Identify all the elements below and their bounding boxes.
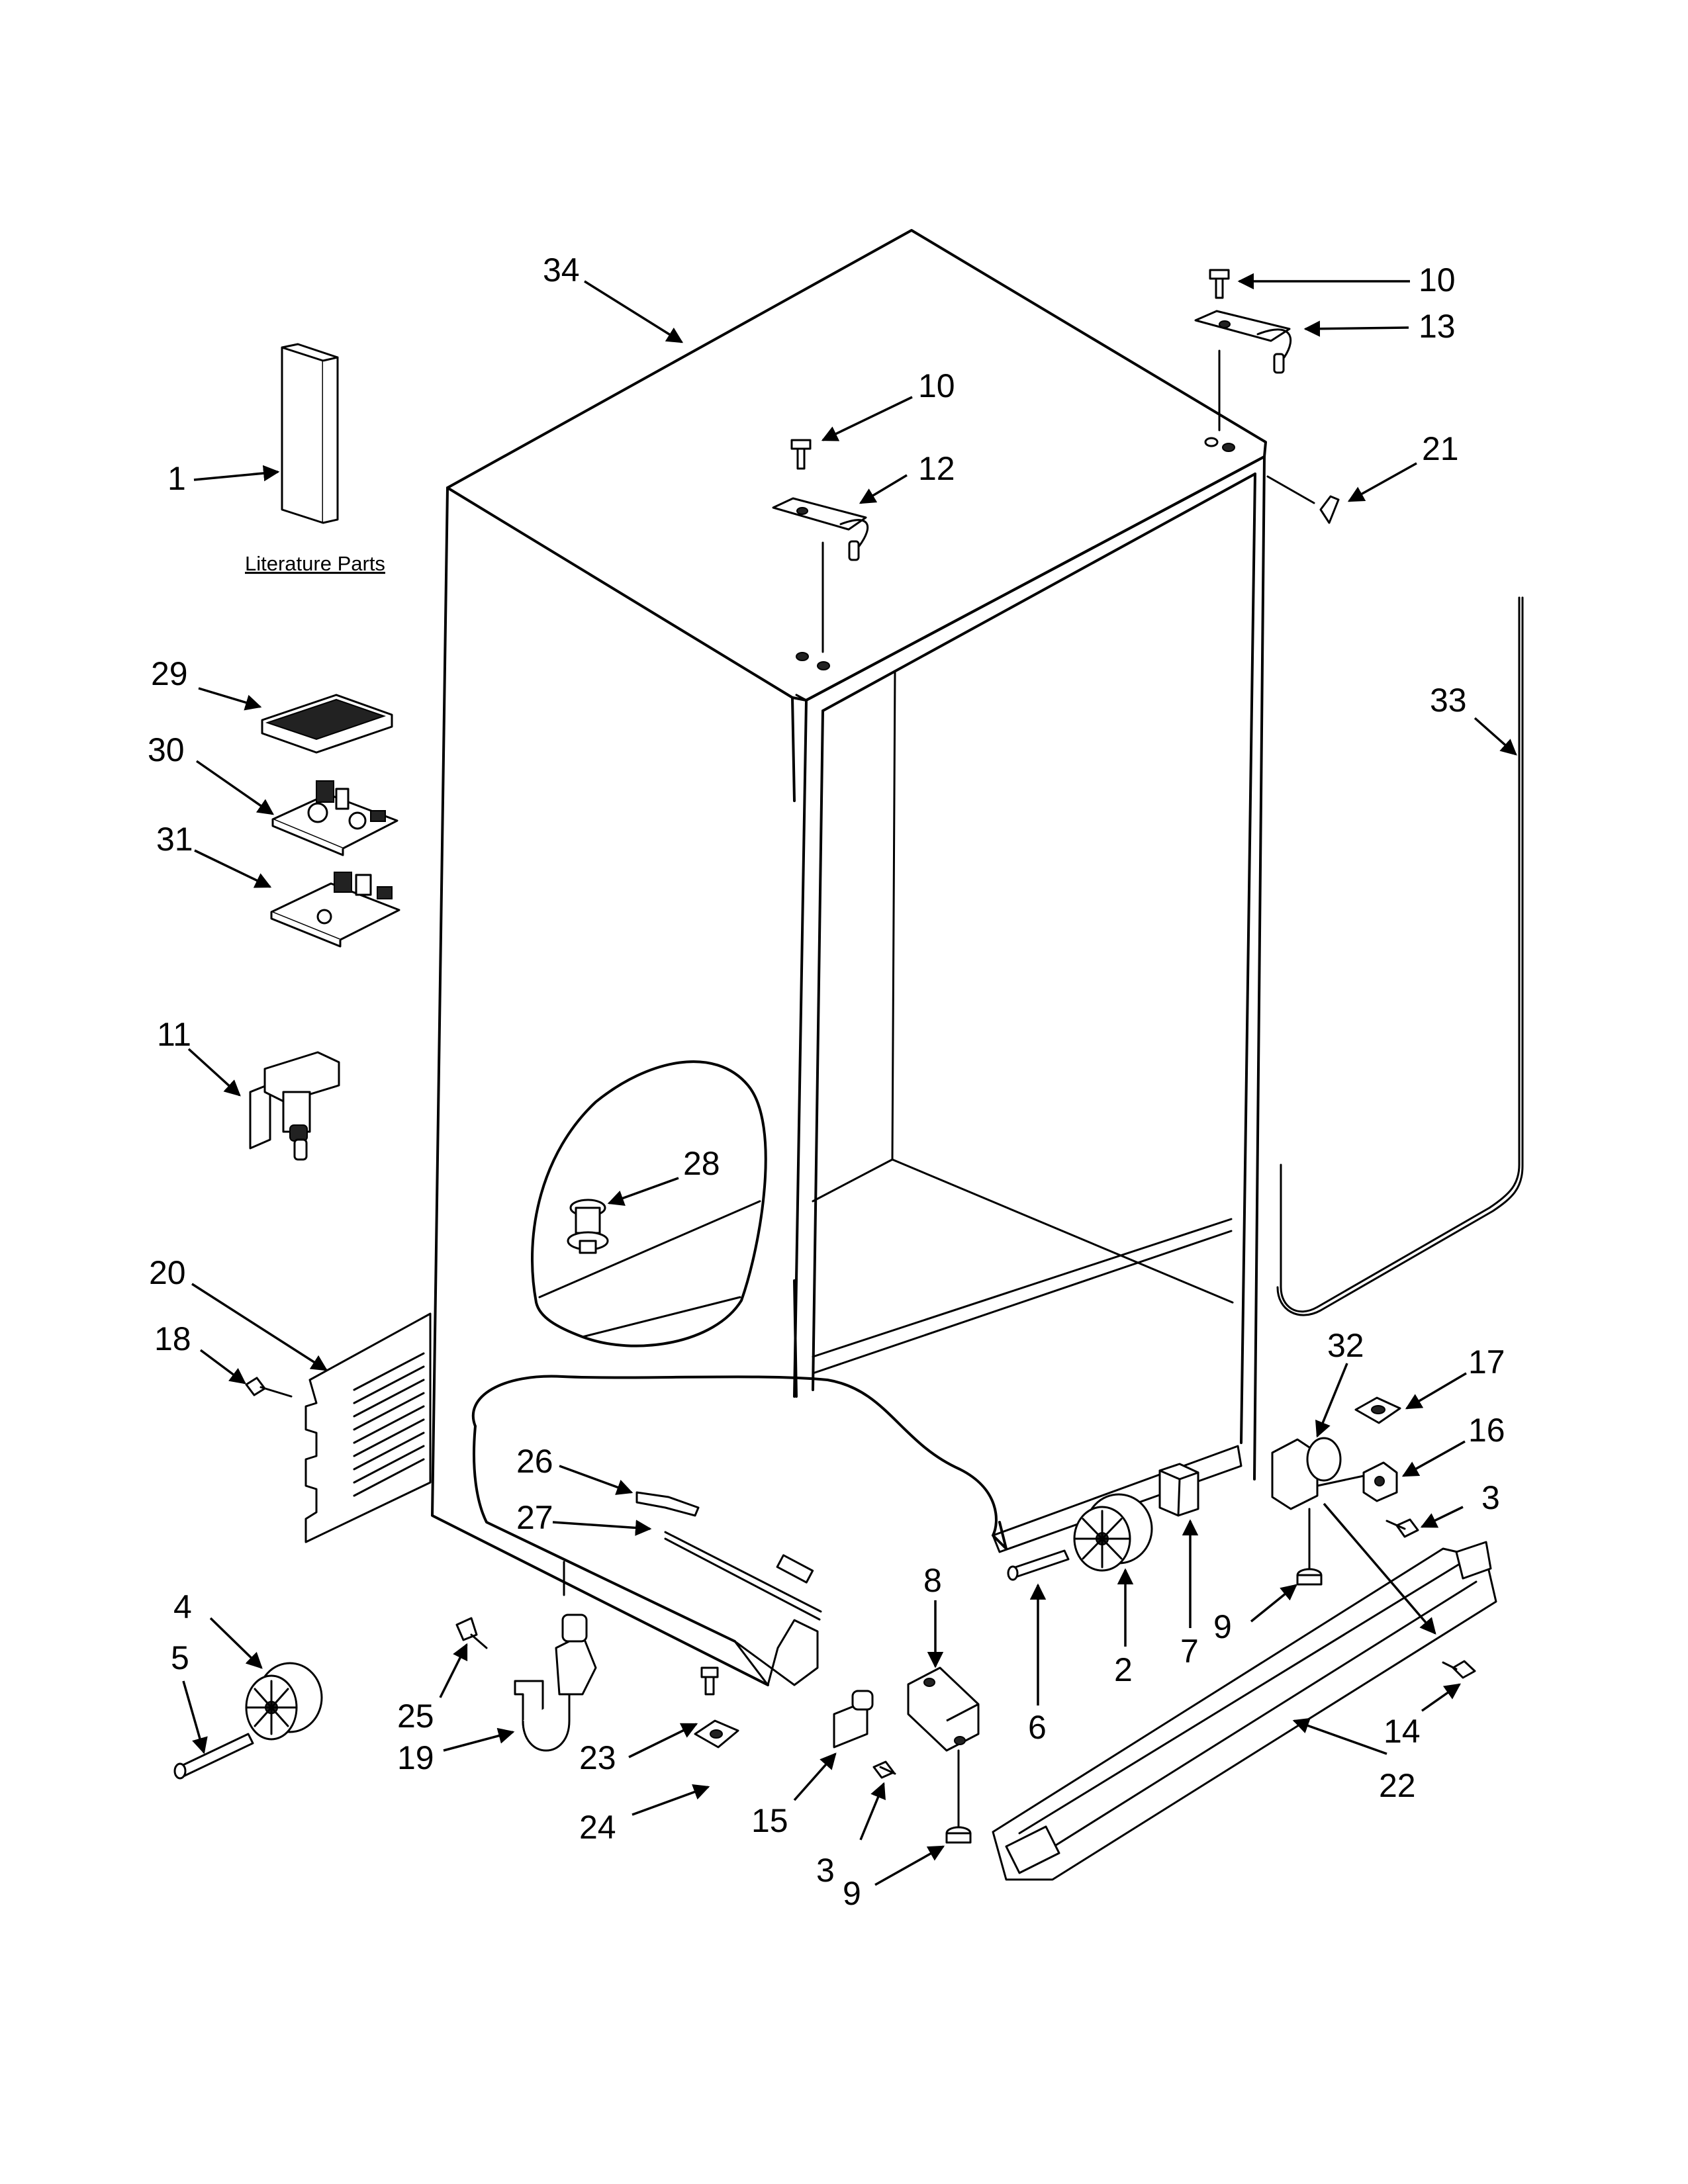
callout-26: 26 [516, 1443, 553, 1480]
bracket-8[interactable] [907, 1666, 980, 1752]
callout-13: 13 [1419, 308, 1456, 345]
callout-5: 5 [171, 1639, 189, 1676]
callout-1: 1 [167, 460, 186, 497]
callout-8: 8 [923, 1562, 942, 1599]
callout-29: 29 [151, 655, 188, 692]
callout-16: 16 [1468, 1412, 1505, 1449]
roller-axle-6[interactable] [1007, 1549, 1070, 1581]
callout-24: 24 [579, 1809, 616, 1846]
bottom-hinge-32[interactable] [1271, 1437, 1365, 1510]
center-hinge-12[interactable] [772, 497, 869, 653]
water-tube-33[interactable] [1276, 596, 1524, 1316]
callout-23: 23 [579, 1739, 616, 1776]
cabinet-cutaway-bottom [471, 1375, 1243, 1686]
leveling-leg-9-right[interactable] [1296, 1508, 1323, 1586]
hinge-pin-16[interactable] [1362, 1461, 1398, 1502]
callout-4: 4 [173, 1588, 192, 1625]
leveling-leg-9-left[interactable] [945, 1749, 972, 1844]
screw-25[interactable] [455, 1617, 488, 1649]
hinge-screw-10a[interactable] [790, 439, 812, 470]
callout-10b: 10 [1419, 261, 1456, 298]
pad-7[interactable] [1158, 1463, 1199, 1517]
screw-3-left[interactable] [872, 1760, 896, 1779]
callout-3a: 3 [816, 1852, 835, 1889]
callout-17: 17 [1468, 1343, 1505, 1381]
callout-20: 20 [149, 1254, 186, 1291]
callout-9a: 9 [843, 1875, 861, 1912]
callout-7: 7 [1180, 1633, 1199, 1670]
base-grille-22[interactable] [992, 1541, 1497, 1881]
roller-axle-5[interactable] [173, 1733, 254, 1780]
callout-28: 28 [683, 1145, 720, 1182]
top-hinge-13[interactable] [1194, 310, 1291, 432]
literature-parts-label: Literature Parts [245, 552, 385, 575]
callout-32: 32 [1327, 1327, 1364, 1364]
drain-hose-19[interactable] [514, 1614, 597, 1752]
callout-19: 19 [397, 1739, 434, 1776]
callout-10a: 10 [918, 367, 955, 404]
callout-34: 34 [543, 251, 580, 289]
water-valve-11[interactable] [249, 1051, 340, 1161]
electronic-board-31[interactable] [270, 872, 400, 948]
rear-grille-20[interactable] [305, 1312, 432, 1543]
tube-26[interactable] [635, 1491, 700, 1517]
screw-23[interactable] [700, 1666, 719, 1696]
callout-30: 30 [148, 731, 185, 768]
callout-31: 31 [156, 821, 193, 858]
callout-12: 12 [918, 450, 955, 487]
grille-screw-18[interactable] [245, 1377, 293, 1398]
literature-parts-booklet[interactable] [281, 343, 339, 524]
drain-grommet-28[interactable] [567, 1199, 609, 1254]
hinge-shim-17[interactable] [1354, 1396, 1401, 1424]
callout-21: 21 [1422, 430, 1459, 467]
callout-9b: 9 [1213, 1608, 1232, 1645]
callout-14: 14 [1383, 1713, 1421, 1750]
rod-27[interactable] [664, 1531, 822, 1621]
callout-15: 15 [751, 1802, 788, 1839]
callout-11: 11 [157, 1016, 191, 1053]
callout-2: 2 [1114, 1651, 1133, 1688]
callout-33: 33 [1430, 682, 1467, 719]
callout-18: 18 [154, 1320, 191, 1357]
callout-6: 6 [1028, 1709, 1047, 1746]
bracket-15[interactable] [833, 1690, 874, 1749]
callout-25: 25 [397, 1698, 434, 1735]
screw-14[interactable] [1442, 1660, 1476, 1679]
callout-27: 27 [516, 1499, 553, 1536]
callout-3b: 3 [1481, 1479, 1500, 1516]
control-board-30[interactable] [271, 780, 399, 856]
rear-roller-4[interactable] [245, 1662, 323, 1741]
cabinet-cutaway-28 [531, 1060, 767, 1347]
control-cover-29[interactable] [261, 694, 393, 754]
callout-arrows [182, 273, 1517, 1886]
screw-3-right[interactable] [1385, 1518, 1419, 1538]
hinge-screw-10b[interactable] [1209, 269, 1230, 299]
callout-22: 22 [1379, 1767, 1416, 1804]
clip-21[interactable] [1266, 475, 1340, 524]
cabinet-body[interactable] [431, 229, 1267, 1686]
leveling-bracket-24[interactable] [694, 1719, 739, 1749]
front-roller-2[interactable] [1073, 1493, 1153, 1572]
